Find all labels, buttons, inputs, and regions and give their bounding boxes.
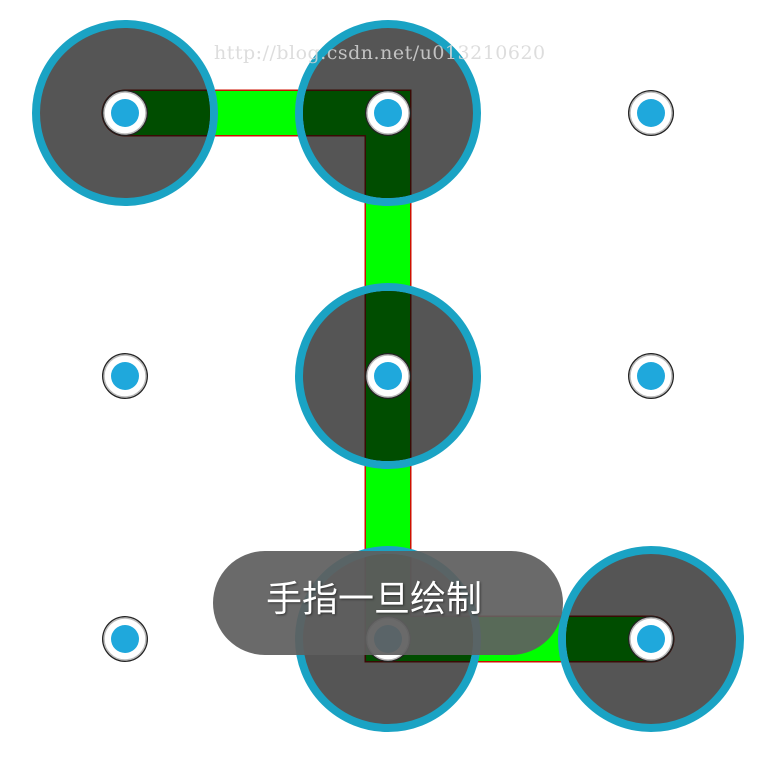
pattern-node-3[interactable] [102, 353, 148, 399]
pattern-node-4[interactable] [365, 353, 411, 399]
pattern-node-5[interactable] [628, 353, 674, 399]
node-dot-icon [111, 362, 139, 390]
toast-message: 手指一旦绘制 [213, 551, 563, 655]
watermark: http://blog.csdn.net/u013210620 [214, 42, 546, 64]
node-dot-icon [374, 362, 402, 390]
pattern-node-8[interactable] [628, 616, 674, 662]
node-dot-icon [111, 99, 139, 127]
node-dot-icon [637, 625, 665, 653]
pattern-node-2[interactable] [628, 90, 674, 136]
toast-text: 手指一旦绘制 [265, 579, 482, 620]
node-dot-icon [111, 625, 139, 653]
pattern-node-0[interactable] [102, 90, 148, 136]
node-dot-icon [374, 99, 402, 127]
node-dot-icon [637, 362, 665, 390]
pattern-node-1[interactable] [365, 90, 411, 136]
node-dot-icon [637, 99, 665, 127]
pattern-node-6[interactable] [102, 616, 148, 662]
